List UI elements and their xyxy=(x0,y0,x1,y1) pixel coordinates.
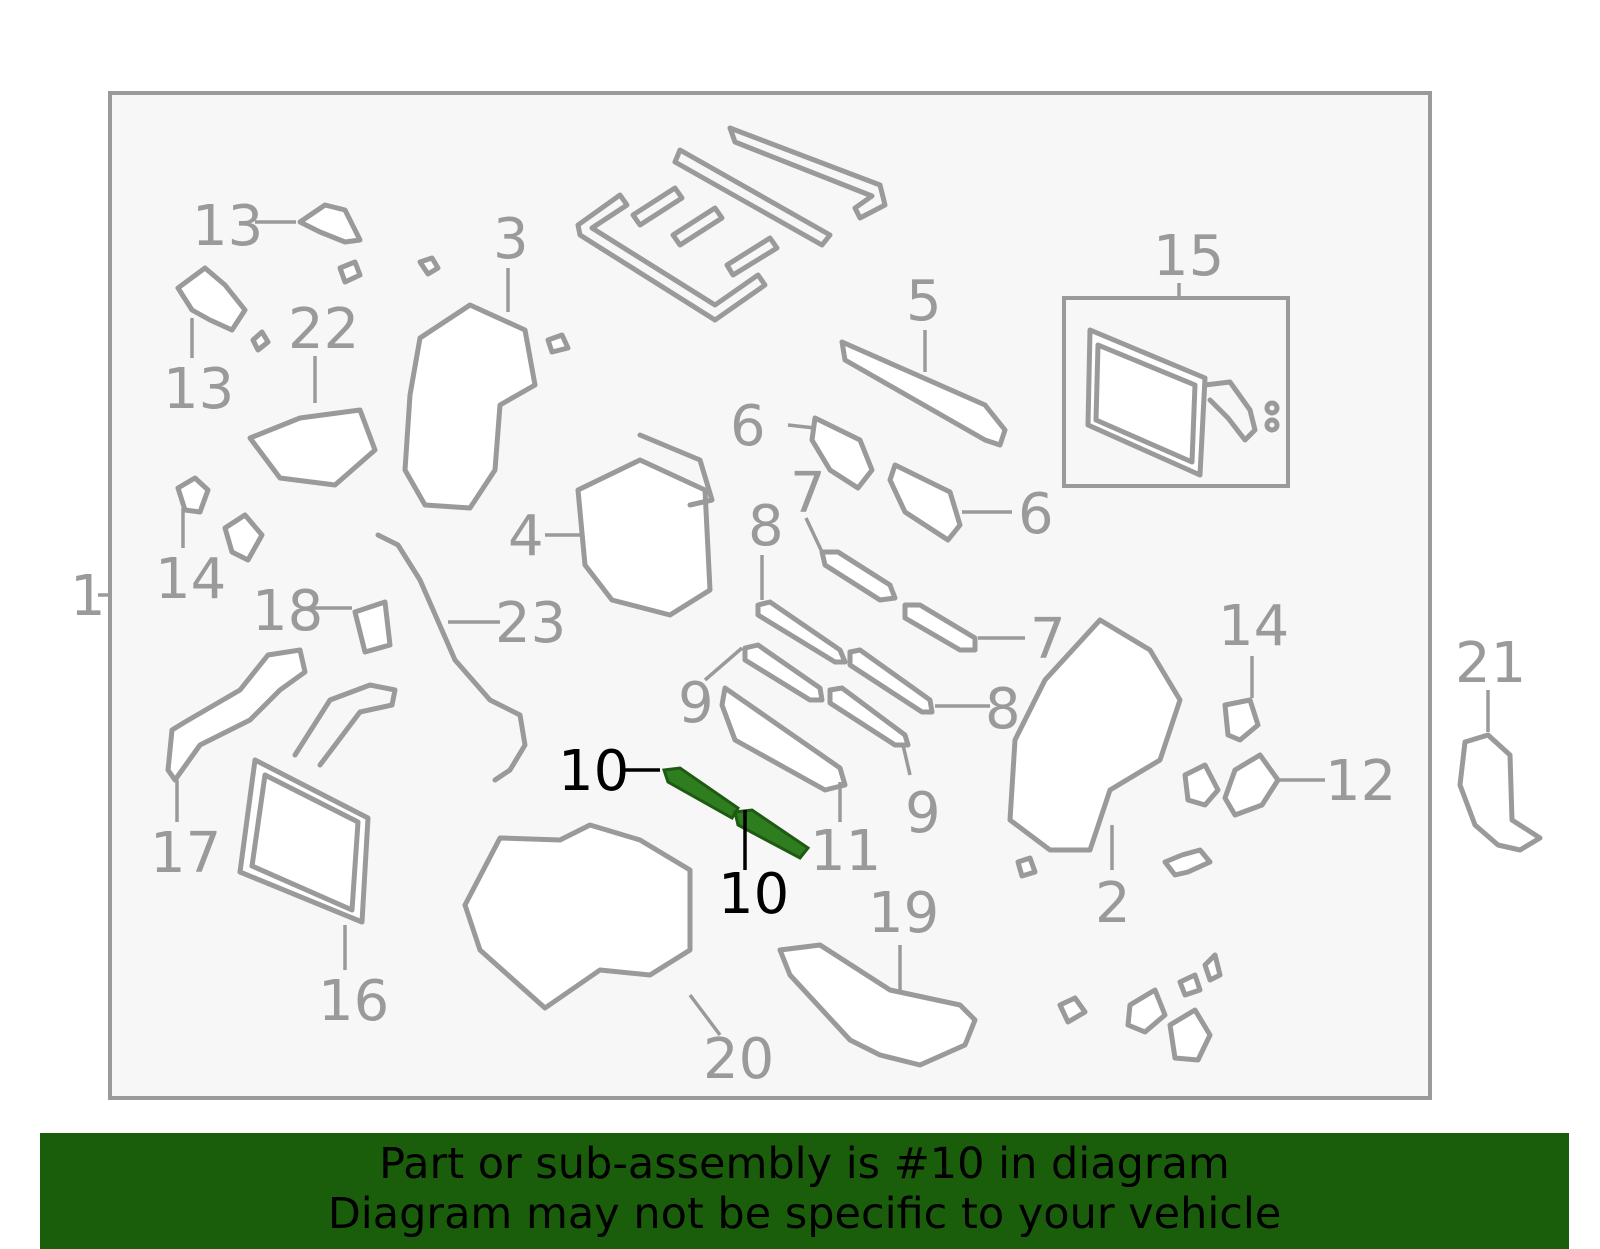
callout-22: 22 xyxy=(288,297,359,362)
info-banner: Part or sub-assembly is #10 in diagram D… xyxy=(40,1133,1569,1249)
callout-16: 16 xyxy=(318,969,389,1034)
part-6a xyxy=(809,415,875,491)
part-3 xyxy=(402,302,538,511)
callout-19: 19 xyxy=(868,881,939,946)
banner-line-1: Part or sub-assembly is #10 in diagram xyxy=(379,1139,1230,1189)
inset-box-15 xyxy=(1062,296,1290,488)
callout-20: 20 xyxy=(703,1027,774,1092)
part-7a xyxy=(819,549,898,603)
part-22 xyxy=(247,407,378,488)
callout-15: 15 xyxy=(1153,224,1224,289)
callout-21: 21 xyxy=(1455,631,1526,696)
part-9b xyxy=(827,685,911,748)
callout-18: 18 xyxy=(252,579,323,644)
callout-14b: 14 xyxy=(1218,594,1289,659)
part-23 xyxy=(375,532,528,783)
callout-17: 17 xyxy=(150,821,221,886)
part-12 xyxy=(1222,752,1281,818)
part-20 xyxy=(462,822,693,1011)
part-17 xyxy=(165,647,308,783)
callout-14a: 14 xyxy=(155,547,226,612)
callout-4: 4 xyxy=(508,504,544,569)
part-14a xyxy=(175,475,211,515)
part-15 xyxy=(1085,327,1280,478)
callout-23: 23 xyxy=(495,591,566,656)
callout-1: 1 xyxy=(70,564,106,629)
part-8a xyxy=(755,599,848,665)
callout-3: 3 xyxy=(493,207,529,272)
part-21 xyxy=(1457,732,1543,853)
part-5 xyxy=(839,339,1008,448)
callout-12: 12 xyxy=(1325,749,1396,814)
callout-9a: 9 xyxy=(678,671,714,736)
part-8b xyxy=(847,647,935,715)
part-6b xyxy=(887,462,963,543)
callout-10b: 10 xyxy=(718,862,789,927)
part-2 xyxy=(1007,617,1183,853)
diagram-frame xyxy=(108,91,1432,1100)
part-13a xyxy=(297,202,363,245)
parts-diagram: 1 2 3 4 5 6 6 7 7 8 8 9 9 10 10 11 12 13… xyxy=(70,91,1543,1100)
callout-labels: 1 2 3 4 5 6 6 7 7 8 8 9 9 10 10 11 12 13… xyxy=(70,194,1526,1092)
part-4 xyxy=(575,457,713,618)
callout-13b: 13 xyxy=(163,357,234,422)
part-19 xyxy=(777,942,978,1068)
misc-clips xyxy=(250,255,1223,1063)
part-11 xyxy=(719,685,848,793)
part-18 xyxy=(352,599,393,655)
part-16 xyxy=(237,682,398,925)
callout-2: 2 xyxy=(1095,871,1131,936)
callout-5: 5 xyxy=(906,269,942,334)
part-10 xyxy=(661,766,811,860)
callout-7a: 7 xyxy=(790,461,826,526)
callout-7b: 7 xyxy=(1030,607,1066,672)
seal-strips xyxy=(575,125,888,323)
callout-8a: 8 xyxy=(748,494,784,559)
callout-13a: 13 xyxy=(192,194,263,259)
banner-line-2: Diagram may not be specific to your vehi… xyxy=(327,1189,1282,1239)
part-7b xyxy=(902,602,978,653)
leader-arrows xyxy=(175,220,1490,1037)
callout-9b: 9 xyxy=(905,781,941,846)
callout-11: 11 xyxy=(810,819,881,884)
callout-6b: 6 xyxy=(1018,482,1054,547)
callout-6a: 6 xyxy=(730,394,766,459)
part-13b xyxy=(175,265,248,333)
callout-8b: 8 xyxy=(985,677,1021,742)
callout-10a: 10 xyxy=(558,739,629,804)
part-14b xyxy=(1222,697,1261,743)
part-9a xyxy=(742,642,825,703)
